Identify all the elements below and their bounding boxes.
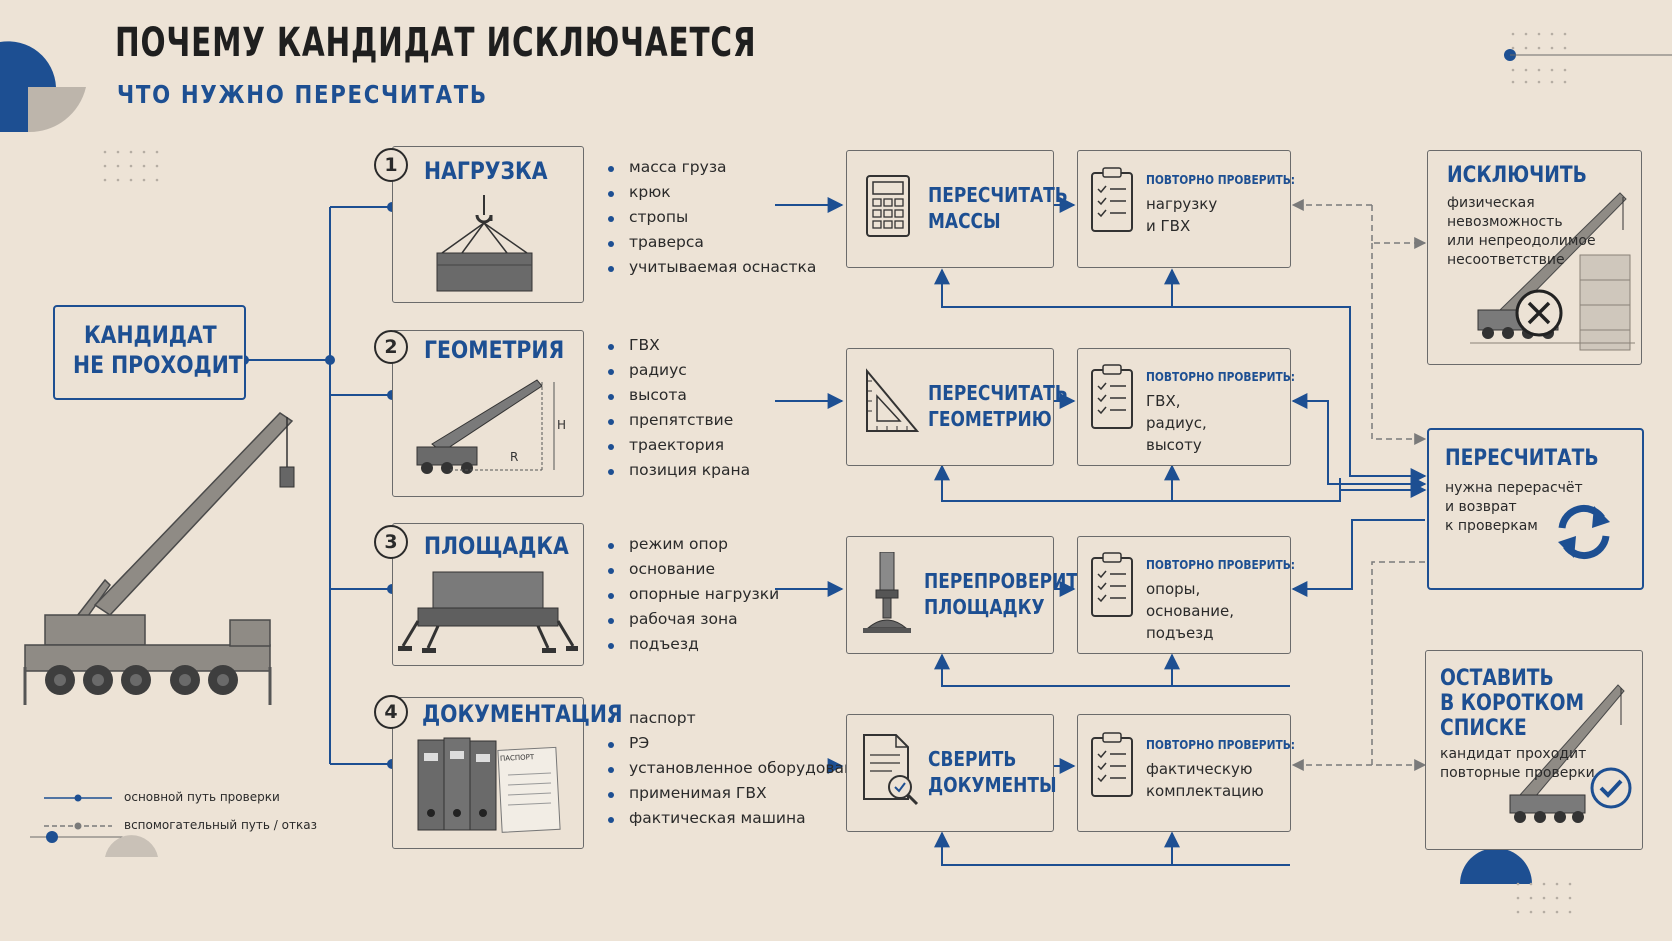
action-2-line2: ГЕОМЕТРИЮ bbox=[928, 407, 1052, 431]
recheck-1-text: нагрузку и ГВХ bbox=[1146, 195, 1218, 235]
outcome-exclude-text: физическая невозможность или непреодолим… bbox=[1447, 195, 1596, 268]
check-circle-icon bbox=[1590, 767, 1632, 809]
category-1-item-1: масса груза bbox=[608, 158, 727, 176]
category-3-item-4: рабочая зона bbox=[608, 610, 738, 628]
recheck-1-title: ПОВТОРНО ПРОВЕРИТЬ: bbox=[1146, 172, 1296, 187]
category-number-2: 2 bbox=[374, 330, 408, 364]
category-3-item-1: режим опор bbox=[608, 535, 728, 553]
shortlist-crane-illustration bbox=[1509, 684, 1625, 823]
legend-lines bbox=[44, 794, 112, 830]
outcome-recalc-box bbox=[1427, 428, 1644, 590]
action-1-line1: ПЕРЕСЧИТАТЬ bbox=[928, 183, 1068, 207]
recheck-3-title: ПОВТОРНО ПРОВЕРИТЬ: bbox=[1146, 557, 1296, 572]
category-2-item-4: препятствие bbox=[607, 411, 734, 429]
category-title-3: ПЛОЩАДКА bbox=[424, 532, 569, 560]
clipboard-icon bbox=[1091, 552, 1133, 617]
category-4-item-2: РЭ bbox=[607, 734, 650, 752]
refresh-icon bbox=[1558, 505, 1610, 559]
category-2-item-2: радиус bbox=[608, 361, 687, 379]
category-2-item-6: позиция крана bbox=[607, 461, 751, 479]
binders-documents-icon bbox=[417, 737, 561, 833]
category-2-item-3: высота bbox=[608, 386, 687, 404]
category-1-item-4: траверса bbox=[608, 233, 704, 251]
outcome-keep-title: ОСТАВИТЬ В КОРОТКОМ СПИСКЕ bbox=[1440, 666, 1585, 741]
category-3-item-5: подъезд bbox=[608, 635, 699, 653]
recheck-2-text: ГВХ, радиус, высоту bbox=[1146, 392, 1207, 454]
outrigger-platform-icon bbox=[398, 571, 578, 653]
height-mark: H bbox=[557, 418, 567, 432]
clipboard-icon bbox=[1091, 364, 1133, 429]
clipboard-icon bbox=[1091, 167, 1133, 232]
action-3-line2: ПЛОЩАДКУ bbox=[924, 595, 1045, 619]
category-4-item-1: паспорт bbox=[608, 709, 696, 727]
action-box-1 bbox=[846, 150, 1054, 268]
outcome-keep-text: кандидат проходит повторные проверки bbox=[1440, 746, 1595, 781]
category-2-item-5: траектория bbox=[607, 436, 725, 454]
category-title-1: НАГРУЗКА bbox=[424, 157, 548, 185]
category-4-item-5: фактическая машина bbox=[608, 809, 806, 827]
category-4-item-3: установленное оборудование bbox=[608, 759, 874, 777]
legend-aux: вспомогательный путь / отказ bbox=[124, 818, 317, 832]
page-title: ПОЧЕМУ КАНДИДАТ ИСКЛЮЧАЕТСЯ bbox=[115, 20, 757, 66]
recheck-2-title: ПОВТОРНО ПРОВЕРИТЬ: bbox=[1146, 369, 1296, 384]
category-1-item-3: стропы bbox=[607, 208, 689, 226]
category-2-item-1: ГВХ bbox=[608, 336, 660, 354]
category-number-1: 1 bbox=[374, 148, 408, 182]
category-number-4: 4 bbox=[374, 695, 408, 729]
decor-bottom-left bbox=[30, 831, 158, 857]
category-3-item-3: опорные нагрузки bbox=[607, 585, 780, 603]
start-label-line1: КАНДИДАТ bbox=[84, 321, 217, 349]
recheck-3-text: опоры, основание, подъезд bbox=[1146, 580, 1234, 642]
action-box-4 bbox=[846, 714, 1054, 832]
decor-bottom-right bbox=[1460, 848, 1532, 884]
recheck-4-text: фактическую комплектацию bbox=[1146, 760, 1264, 800]
category-1-item-5: учитываемая оснастка bbox=[607, 258, 817, 276]
action-4-line2: ДОКУМЕНТЫ bbox=[928, 773, 1057, 797]
calculator-icon bbox=[866, 175, 910, 237]
crane-geometry-icon bbox=[416, 379, 555, 474]
recheck-4-title: ПОВТОРНО ПРОВЕРИТЬ: bbox=[1146, 737, 1296, 752]
start-box: КАНДИДАТ НЕ ПРОХОДИТ bbox=[53, 305, 246, 400]
category-number-3: 3 bbox=[374, 525, 408, 559]
crane-truck-illustration bbox=[23, 412, 295, 705]
load-hook-icon bbox=[436, 195, 533, 292]
outrigger-icon bbox=[863, 552, 911, 633]
triangle-ruler-icon bbox=[866, 368, 920, 432]
action-4-line1: СВЕРИТЬ bbox=[928, 747, 1017, 771]
action-1-line2: МАССЫ bbox=[928, 209, 1001, 233]
clipboard-icon bbox=[1091, 732, 1133, 797]
category-title-4: ДОКУМЕНТАЦИЯ bbox=[422, 700, 623, 728]
outcome-keep-box bbox=[1425, 650, 1643, 850]
decor-top-left bbox=[0, 41, 86, 133]
category-1-item-2: крюк bbox=[608, 183, 671, 201]
action-3-line1: ПЕРЕПРОВЕРИТЬ bbox=[924, 569, 1091, 593]
action-box-2 bbox=[846, 348, 1054, 466]
outcome-recalc-text: нужна перерасчёт и возврат к проверкам bbox=[1445, 480, 1583, 534]
start-label-line2: НЕ ПРОХОДИТ bbox=[73, 351, 243, 379]
cross-circle-icon bbox=[1515, 289, 1563, 337]
page-subtitle: ЧТО НУЖНО ПЕРЕСЧИТАТЬ bbox=[117, 80, 488, 109]
action-2-line1: ПЕРЕСЧИТАТЬ bbox=[928, 381, 1068, 405]
document-search-icon bbox=[863, 734, 919, 806]
category-3-item-2: основание bbox=[608, 560, 715, 578]
outcome-exclude-title: ИСКЛЮЧИТЬ bbox=[1447, 163, 1587, 188]
category-4-item-4: применимая ГВХ bbox=[608, 784, 767, 802]
legend-main: основной путь проверки bbox=[124, 790, 280, 804]
outcome-recalc-title: ПЕРЕСЧИТАТЬ bbox=[1445, 446, 1599, 471]
radius-mark: R bbox=[510, 450, 519, 464]
decor-top-right bbox=[1504, 49, 1672, 61]
category-title-2: ГЕОМЕТРИЯ bbox=[424, 336, 565, 364]
